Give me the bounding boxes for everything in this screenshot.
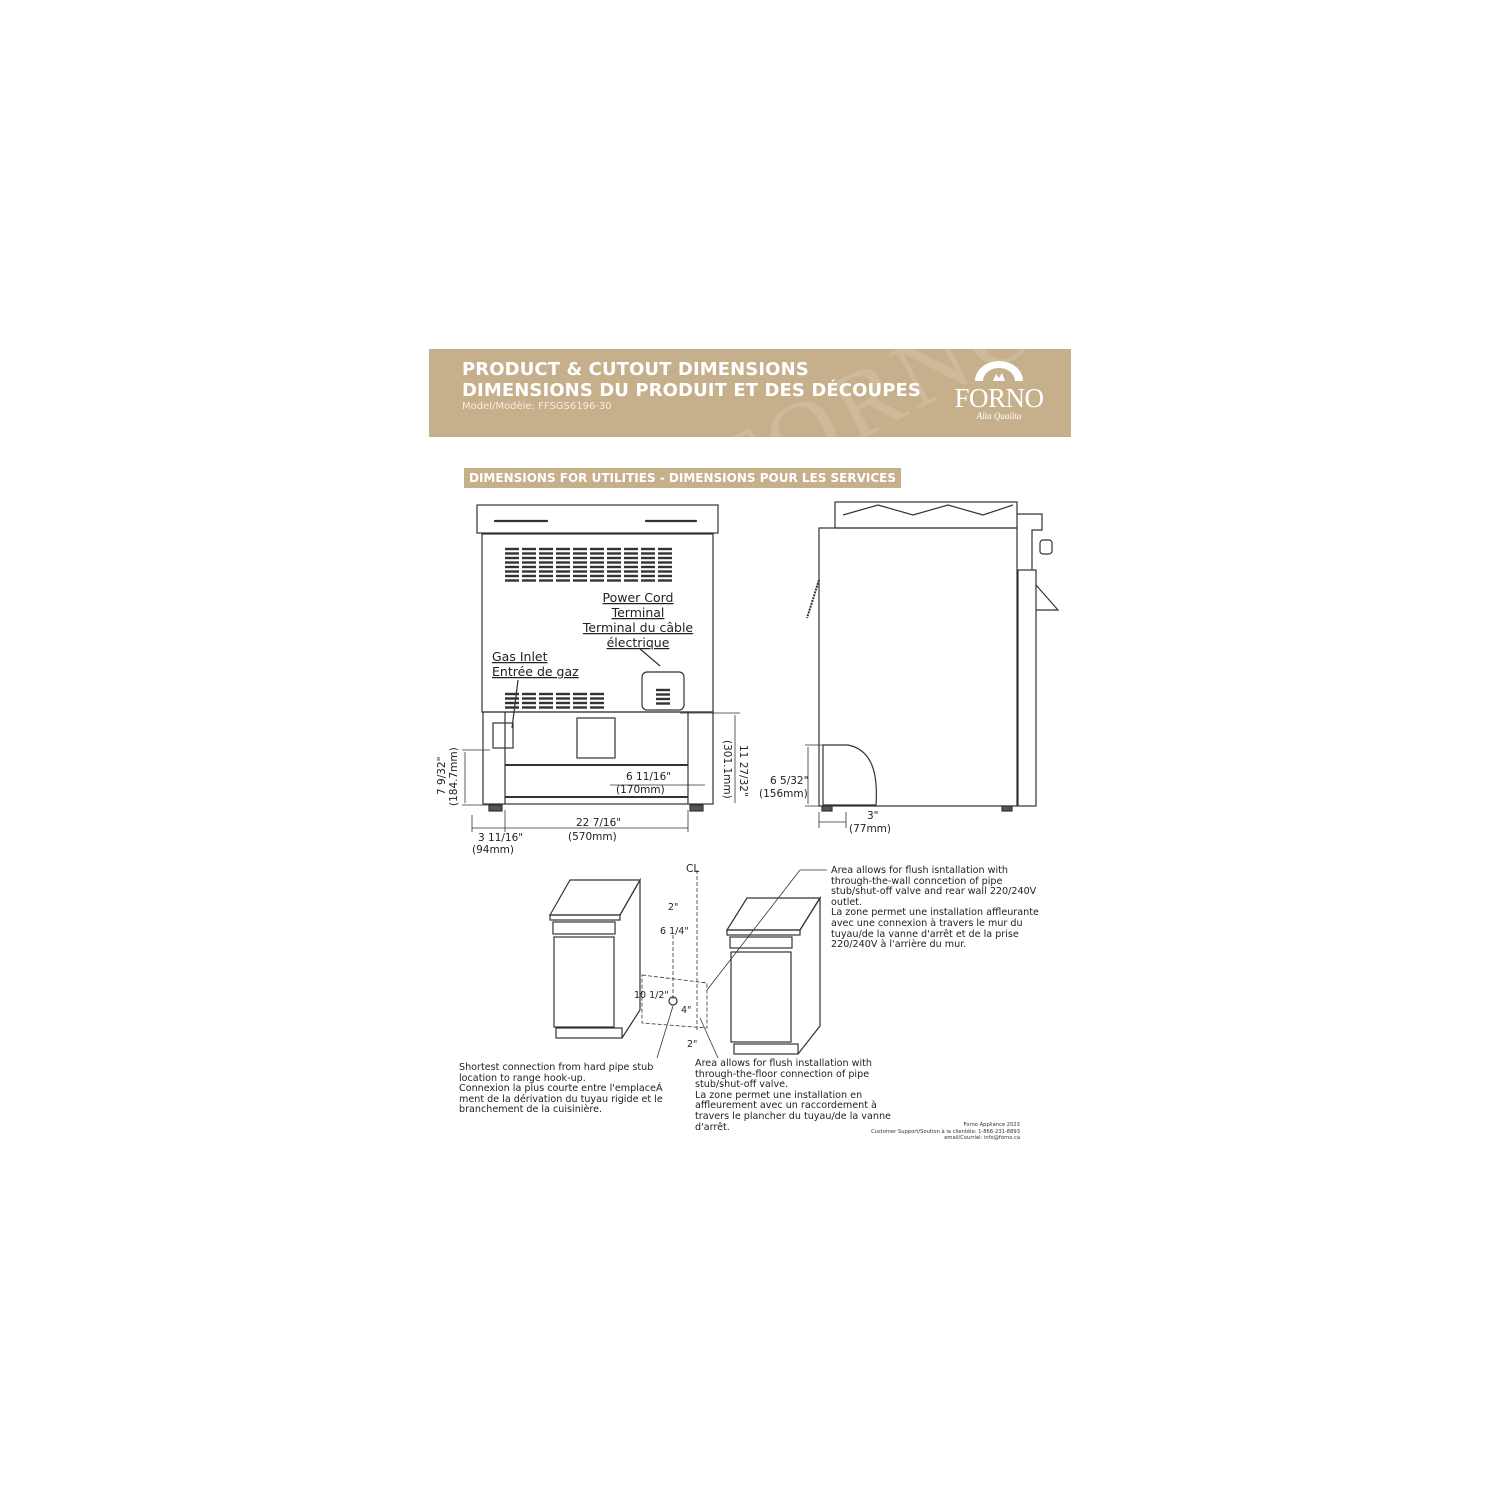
logo-tagline: Alta Qualita bbox=[976, 411, 1022, 421]
dim-gas-height: 7 9/32" bbox=[436, 757, 448, 795]
dim-cord-offset-mm: (170mm) bbox=[616, 784, 665, 796]
centerline-label: CL bbox=[686, 863, 699, 875]
dim-cord-height: 11 27/32" bbox=[737, 745, 749, 797]
logo-word: FORNO bbox=[954, 383, 1044, 413]
dim-cab-2: 6 1/4" bbox=[660, 926, 689, 937]
dim-width-between-mm: (570mm) bbox=[568, 831, 617, 843]
dim-side-height-mm: (156mm) bbox=[759, 788, 808, 800]
rear-dimension-lines bbox=[462, 712, 740, 832]
dim-side-depth: 3" bbox=[867, 810, 879, 822]
svg-text:électrique: électrique bbox=[607, 635, 670, 650]
dim-cord-height-mm: (301.1mm) bbox=[721, 740, 733, 799]
dim-left-offset: 3 11/16" bbox=[478, 832, 523, 844]
footer-contact: Forno Appliance 2023 Customer Support/So… bbox=[820, 1122, 1020, 1142]
dim-cab-5: 2" bbox=[687, 1039, 697, 1050]
header-banner: FORNO PRODUCT & CUTOUT DIMENSIONS DIMENS… bbox=[429, 349, 1071, 437]
dim-left-offset-mm: (94mm) bbox=[472, 844, 514, 856]
side-dimension-lines bbox=[805, 744, 847, 828]
rear-view-drawing bbox=[476, 504, 719, 812]
side-view-drawing bbox=[806, 501, 1060, 812]
note-shortest-connection: Shortest connection from hard pipe stub … bbox=[459, 1062, 663, 1116]
footer-phone: Customer Support/Soution à la clientèle:… bbox=[871, 1128, 1020, 1135]
dim-cab-3: 10 1/2" bbox=[634, 990, 669, 1001]
page-title-fr: DIMENSIONS DU PRODUIT ET DES DÉCOUPES bbox=[462, 380, 921, 401]
power-cord-label: Power Cord Terminal Terminal du câble él… bbox=[582, 590, 694, 650]
dim-cab-1: 2" bbox=[668, 902, 678, 913]
forno-logo: FORNO Alta Qualita bbox=[941, 361, 1057, 421]
dim-side-depth-mm: (77mm) bbox=[849, 823, 891, 835]
svg-text:Power Cord: Power Cord bbox=[603, 590, 674, 605]
section-title: DIMENSIONS FOR UTILITIES - DIMENSIONS PO… bbox=[464, 468, 901, 488]
oven-arch-icon bbox=[975, 361, 1023, 381]
cabinet-drawing bbox=[548, 869, 827, 1059]
svg-text:Gas Inlet: Gas Inlet bbox=[492, 649, 548, 664]
gas-inlet-label: Gas Inlet Entrée de gaz bbox=[492, 649, 579, 679]
svg-text:Terminal du câble: Terminal du câble bbox=[582, 620, 694, 635]
note-through-wall: Area allows for flush isntallation with … bbox=[831, 865, 1039, 951]
note-through-floor: Area allows for flush installation with … bbox=[695, 1058, 891, 1133]
dim-gas-height-mm: (184.7mm) bbox=[448, 747, 460, 806]
footer-email: email/Courriel: info@forno.ca bbox=[944, 1135, 1020, 1142]
svg-text:Terminal: Terminal bbox=[611, 605, 665, 620]
dim-side-height: 6 5/32" bbox=[770, 775, 808, 787]
dim-cord-offset: 6 11/16" bbox=[626, 771, 671, 783]
model-number: Model/Modèle: FFSGS6196-30 bbox=[462, 401, 612, 412]
dim-width-between: 22 7/16" bbox=[576, 817, 621, 829]
svg-text:Entrée de gaz: Entrée de gaz bbox=[492, 664, 579, 679]
page-title-en: PRODUCT & CUTOUT DIMENSIONS bbox=[462, 359, 809, 380]
dim-cab-4: 4" bbox=[681, 1005, 691, 1016]
footer-copyright: Forno Appliance 2023 bbox=[963, 1122, 1020, 1128]
